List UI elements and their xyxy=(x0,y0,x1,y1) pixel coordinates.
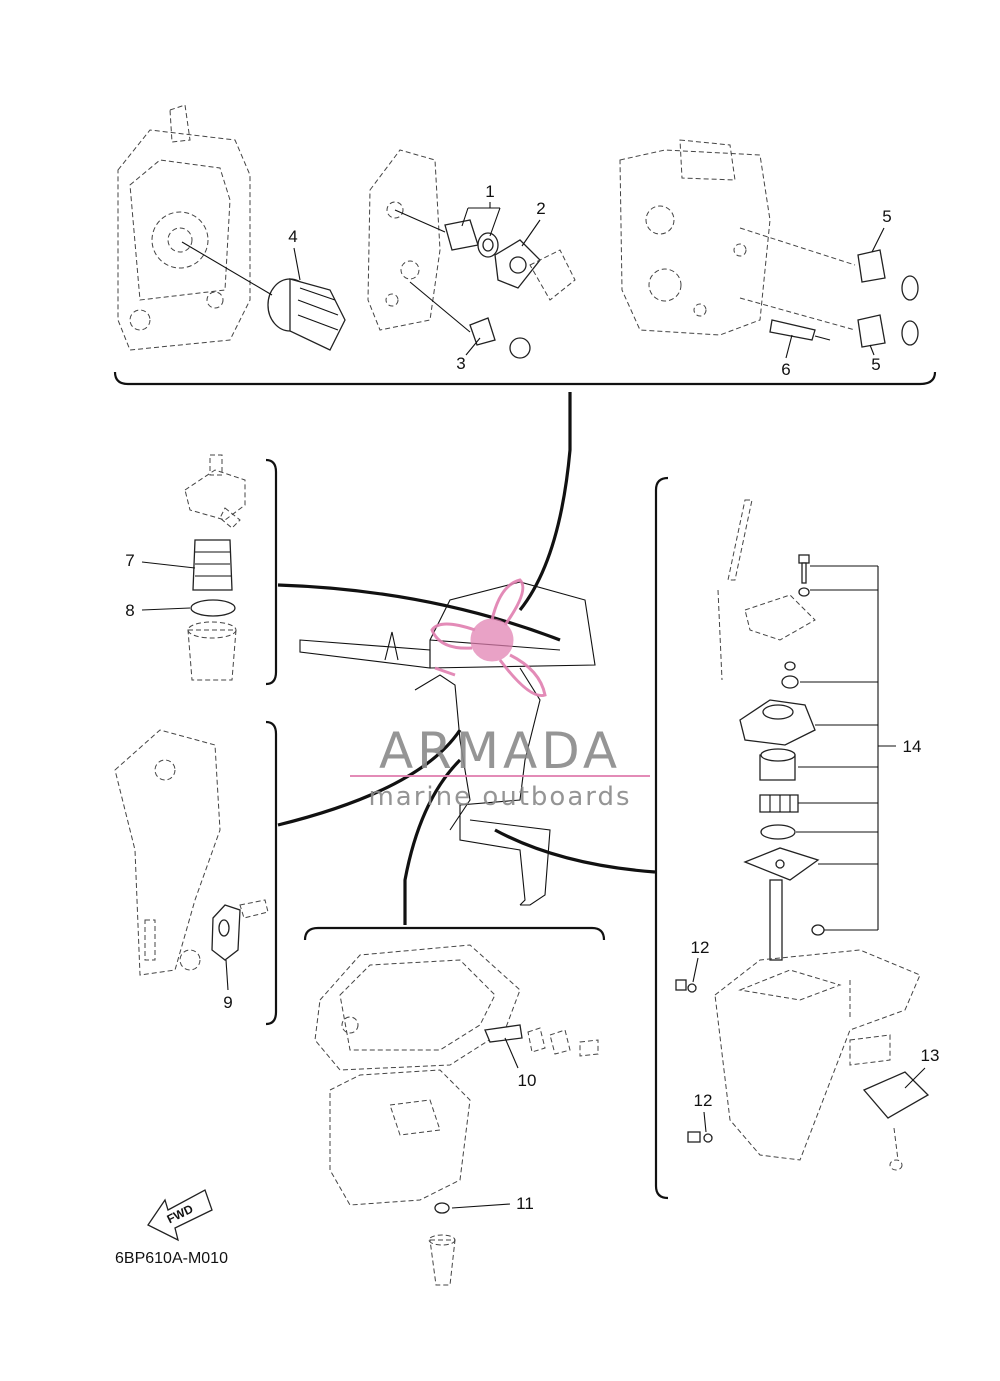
drain-screw-upper-part xyxy=(675,979,697,993)
drain-gasket-part xyxy=(434,1202,450,1214)
callout-9: 9 xyxy=(223,993,232,1012)
propeller-logo-icon xyxy=(430,578,547,698)
water-pump-group: 14 12 12 13 xyxy=(654,476,940,1200)
watermark: ARMADA marine outboards xyxy=(350,578,650,812)
relief-valve-part xyxy=(469,317,531,359)
outer-plate-part xyxy=(743,847,820,881)
cover-gasket-part xyxy=(211,904,241,961)
callout-8: 8 xyxy=(125,601,134,620)
anode-upper-part xyxy=(857,249,919,301)
o-ring-part xyxy=(190,599,236,617)
callout-4: 4 xyxy=(288,227,297,246)
callout-12-lower: 12 xyxy=(694,1091,713,1110)
callout-6: 6 xyxy=(781,360,790,379)
top-assembly-group: 1 2 3 4 5 5 6 xyxy=(113,104,937,386)
trim-anode-part xyxy=(862,1071,930,1119)
callout-12-upper: 12 xyxy=(691,938,710,957)
impeller-part xyxy=(759,794,799,813)
callout-3: 3 xyxy=(456,354,465,373)
callout-10: 10 xyxy=(518,1071,537,1090)
thermostat-part xyxy=(444,219,499,258)
callout-5-lower: 5 xyxy=(871,355,880,374)
callout-14: 14 xyxy=(903,737,922,756)
callout-11: 11 xyxy=(516,1194,534,1213)
callout-7: 7 xyxy=(125,551,134,570)
oil-filter-part xyxy=(267,278,346,351)
anode-lower-part xyxy=(857,314,919,348)
clamp-bracket-group: 9 xyxy=(114,720,278,1026)
callout-1: 1 xyxy=(485,182,494,201)
watermark-brand: ARMADA xyxy=(379,722,621,780)
thermostat-gasket-part xyxy=(494,239,541,289)
spark-plug-part xyxy=(769,319,831,341)
oil-pan-group: 10 11 xyxy=(303,926,606,1286)
fuel-filter-group: 7 8 xyxy=(125,454,278,686)
callout-2: 2 xyxy=(536,199,545,218)
fuel-filter-element-part xyxy=(192,539,233,591)
diagram-code: 6BP610A-M010 xyxy=(115,1250,228,1267)
pump-housing-part xyxy=(739,699,816,746)
forward-direction-arrow: FWD xyxy=(147,1189,213,1242)
callout-13: 13 xyxy=(921,1046,940,1065)
insert-cartridge-part xyxy=(759,748,796,781)
outboard-silhouette xyxy=(299,581,596,906)
exhaust-guide-gasket-part xyxy=(484,1024,523,1043)
callout-5-upper: 5 xyxy=(882,207,891,226)
drain-screw-lower-part xyxy=(687,1131,713,1143)
bolt-part xyxy=(798,554,810,584)
watermark-tagline: marine outboards xyxy=(368,782,631,812)
